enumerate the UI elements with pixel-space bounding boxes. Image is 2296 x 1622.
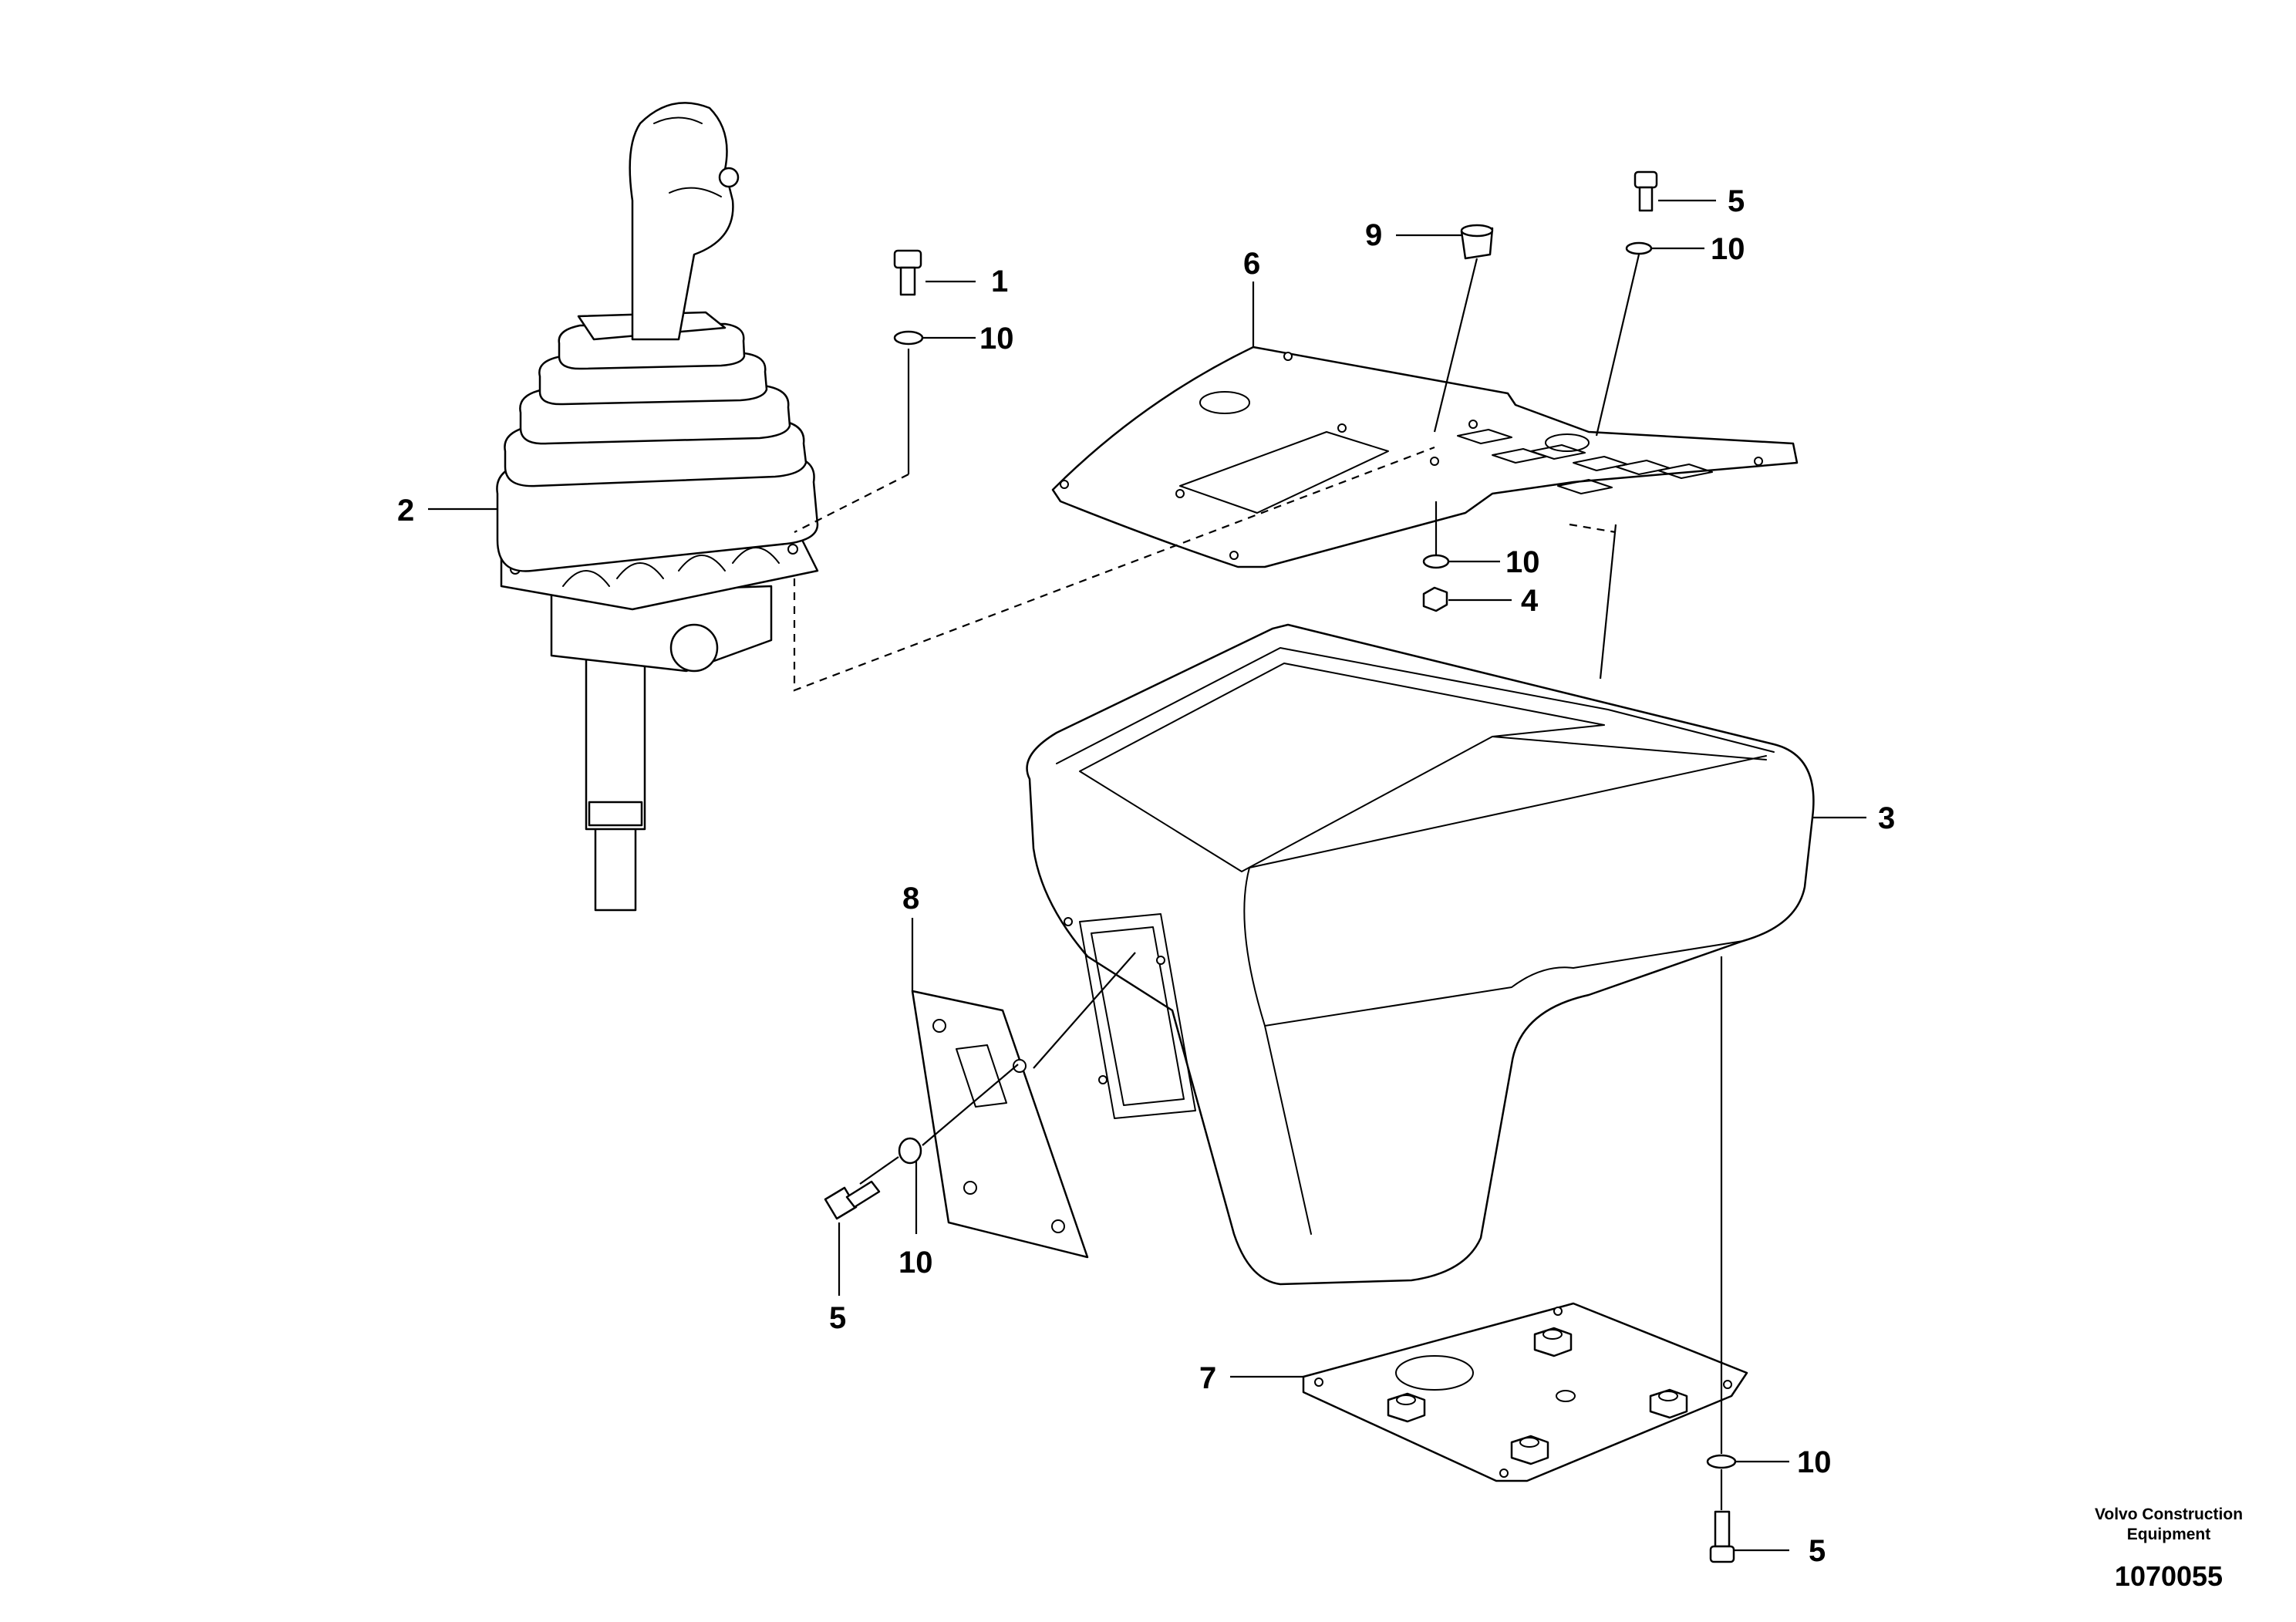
callout-5-bottom: 5 [1809, 1534, 1826, 1568]
top-cover-plate [1051, 346, 1799, 568]
joystick-lower-shaft [594, 824, 637, 912]
top-cover-plate-slot [1179, 431, 1389, 514]
screw-top-right [1633, 170, 1658, 212]
top-cover-plate-hole-left [1199, 391, 1250, 414]
joystick-shaft-collar [588, 801, 643, 827]
nut-part-4 [1422, 586, 1448, 612]
callout-10-under-plate: 10 [1505, 545, 1540, 579]
callout-9: 9 [1365, 218, 1382, 252]
callout-10-bottom: 10 [1797, 1445, 1832, 1479]
side-plate-window [956, 1044, 1007, 1108]
washer-top-right [1625, 241, 1653, 255]
joystick-assembly [496, 102, 819, 912]
joystick-handle-button [718, 167, 740, 188]
console-housing-body [1026, 623, 1815, 1286]
console-housing [1026, 623, 1815, 1286]
callout-4: 4 [1521, 584, 1539, 618]
joystick-valve-port [669, 623, 719, 673]
console-housing-opening [1079, 663, 1605, 872]
joystick-handle [629, 102, 734, 341]
brand-label: Volvo Construction Equipment [2094, 1506, 2244, 1543]
top-cover-plate-hole-right [1545, 433, 1590, 452]
washer-bottom [1706, 1454, 1737, 1469]
drawing-number: 1070055 [2114, 1560, 2224, 1592]
joystick-shaft [585, 658, 646, 831]
top-cover-plate-body [1051, 346, 1799, 568]
console-housing-side-window [1079, 913, 1196, 1119]
callout-6: 6 [1243, 247, 1260, 281]
callout-7: 7 [1199, 1361, 1216, 1395]
screw-side-plate [824, 1180, 881, 1220]
base-plate [1302, 1302, 1748, 1482]
callout-8: 8 [902, 882, 919, 916]
washer-under-plate [1422, 554, 1450, 569]
callout-10-joystick: 10 [979, 322, 1014, 356]
callout-3: 3 [1878, 801, 1895, 835]
side-plate-body [911, 990, 1089, 1259]
base-plate-center-hole [1395, 1355, 1474, 1391]
screw-bottom [1709, 1510, 1735, 1563]
screw-part-1 [893, 249, 922, 296]
callout-1: 1 [991, 265, 1008, 298]
callout-10-top-right: 10 [1711, 232, 1745, 266]
callout-5-left: 5 [829, 1301, 846, 1335]
callout-2: 2 [397, 494, 414, 528]
side-plate [911, 990, 1089, 1259]
callout-5-top: 5 [1728, 184, 1745, 218]
washer-side-plate [898, 1137, 922, 1165]
washer-joystick [893, 330, 924, 346]
base-plate-body [1302, 1302, 1748, 1482]
callout-10-side-plate: 10 [899, 1246, 933, 1280]
